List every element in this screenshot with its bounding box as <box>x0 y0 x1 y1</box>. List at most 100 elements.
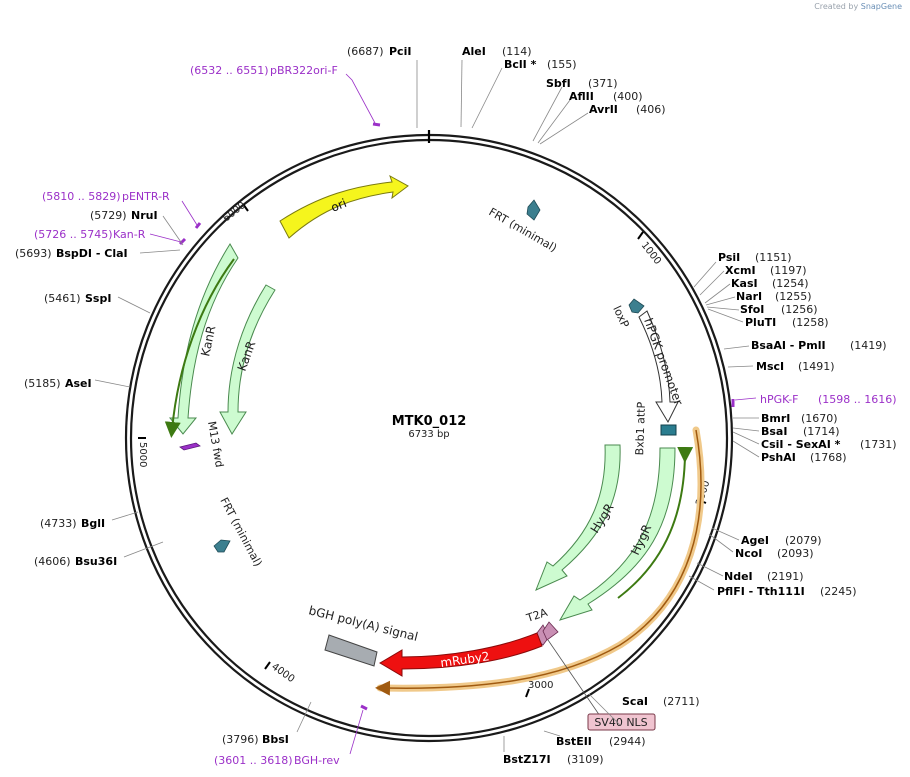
primer-bgh-rev[interactable]: (3601 .. 3618) BGH-rev <box>214 704 368 767</box>
site-bbsi[interactable]: (3796) BbsI <box>222 701 312 746</box>
kanr-inner-arrow[interactable] <box>219 284 276 435</box>
feature-frt-top[interactable]: FRT (minimal) <box>487 199 560 255</box>
mruby2-label: mRuby2 <box>439 649 490 670</box>
site-bsai-name: BsaI <box>761 425 787 438</box>
site-msci-pos: (1491) <box>798 360 835 373</box>
bxb1-attp-box[interactable] <box>660 424 677 436</box>
site-aflii[interactable]: AflII (400) <box>537 90 643 144</box>
site-scai[interactable]: ScaI (2711) <box>588 693 700 726</box>
feature-kanr-inner[interactable]: KanR <box>219 284 276 435</box>
frt-top-arrow[interactable] <box>526 199 541 221</box>
t2a-arrow-2[interactable] <box>542 621 559 641</box>
feature-bxb1-attp[interactable]: Bxb1 attP <box>633 401 677 456</box>
site-aflii-name: AflII <box>569 90 594 103</box>
tick-label-4000: 4000 <box>269 661 296 685</box>
site-pflfi-tth111i[interactable]: PflFI - Tth111I (2245) <box>688 575 857 598</box>
tick-label-1000: 1000 <box>639 240 663 267</box>
site-bsaai-pmli[interactable]: BsaAI - PmlI (1419) <box>723 339 887 352</box>
feature-ori[interactable]: ori <box>279 174 409 239</box>
hygr-inner-arrow[interactable] <box>535 444 621 591</box>
site-ncoi-name: NcoI <box>735 547 762 560</box>
ori-label: ori <box>329 196 349 215</box>
site-asei[interactable]: (5185) AseI <box>24 377 131 390</box>
site-sspi[interactable]: (5461) SspI <box>44 292 151 314</box>
site-bsteii-name: BstEII <box>556 735 592 748</box>
feature-mruby2[interactable]: mRuby2 <box>379 632 543 677</box>
feature-hygr-inner[interactable]: HygR <box>535 444 621 591</box>
site-nrui[interactable]: (5729) NruI <box>90 209 184 246</box>
feature-frt-bottom[interactable]: FRT (minimal) <box>213 495 265 569</box>
mruby2-arrow[interactable] <box>379 632 543 677</box>
site-bsai[interactable]: BsaI (1714) <box>732 425 840 438</box>
loxp-arrow[interactable] <box>628 298 645 314</box>
site-layer: (6687) PciI AleI (114) BclI * (155) SbfI… <box>15 45 897 766</box>
site-scai-name: ScaI <box>622 695 648 708</box>
feature-sv40-nls[interactable]: SV40 NLS <box>547 639 656 731</box>
site-msci[interactable]: MscI (1491) <box>727 360 835 373</box>
site-sbfi-name: SbfI <box>546 77 571 90</box>
tick-5000: 5000 <box>137 437 148 467</box>
site-bspdi-clai-pos: (5693) <box>15 247 52 260</box>
site-csii-sexai[interactable]: CsiI - SexAI * (1731) <box>732 431 897 451</box>
site-bspdi-clai-name: BspDI - ClaI <box>56 247 128 260</box>
site-bcli[interactable]: BclI * (155) <box>471 58 577 129</box>
site-sbfi[interactable]: SbfI (371) <box>532 77 618 142</box>
site-ndei-name: NdeI <box>724 570 753 583</box>
site-xcmi[interactable]: XcmI (1197) <box>699 264 807 296</box>
site-alei-name: AleI <box>462 45 486 58</box>
primer-hpgk-f[interactable]: hPGK-F (1598 .. 1616) <box>731 393 897 407</box>
site-bsaai-pmli-name: BsaAI - PmlI <box>751 339 826 352</box>
primer-kan-r[interactable]: (5726 .. 5745) Kan-R <box>34 228 187 246</box>
site-nrui-pos: (5729) <box>90 209 127 222</box>
frt-bottom-arrow[interactable] <box>213 539 231 553</box>
hpgk-promoter-arrow[interactable] <box>638 310 679 424</box>
primer-bgh-rev-name: BGH-rev <box>294 754 340 767</box>
feature-layer: ori FRT (minimal) loxP hPGK promoter Bxb… <box>164 174 705 731</box>
primer-pbr322ori-f[interactable]: (6532 .. 6551) pBR322ori-F <box>190 64 381 127</box>
site-kasi[interactable]: KasI (1254) <box>704 277 809 304</box>
site-pluti[interactable]: PluTI (1258) <box>707 308 829 329</box>
site-ncoi[interactable]: NcoI (2093) <box>708 533 814 560</box>
site-agei[interactable]: AgeI (2079) <box>711 527 822 547</box>
site-nrui-name: NruI <box>131 209 158 222</box>
site-ndei[interactable]: NdeI (2191) <box>696 562 804 583</box>
bgh-polya-box[interactable] <box>324 634 378 667</box>
feature-kanr-outer[interactable]: KanR <box>164 243 239 438</box>
site-bsteii[interactable]: BstEII (2944) <box>543 730 646 748</box>
snapgene-logo-text: SnapGene <box>860 2 902 11</box>
site-avrii[interactable]: AvrII (406) <box>539 103 666 145</box>
site-pcii[interactable]: (6687) PciI <box>347 45 418 128</box>
site-bcli-pos: (155) <box>547 58 577 71</box>
feature-loxp[interactable]: loxP <box>610 298 645 330</box>
site-bgli[interactable]: (4733) BglI <box>40 511 139 530</box>
bgh-polya-label: bGH poly(A) signal <box>307 603 419 644</box>
site-bmri[interactable]: BmrI (1670) <box>733 412 838 425</box>
ori-arrow[interactable] <box>279 174 409 239</box>
primer-hpgk-f-name: hPGK-F <box>760 393 798 406</box>
site-kasi-name: KasI <box>731 277 758 290</box>
site-sfoi[interactable]: SfoI (1256) <box>706 303 818 316</box>
site-bgli-pos: (4733) <box>40 517 77 530</box>
site-pshai[interactable]: PshAI (1768) <box>732 440 847 464</box>
snapgene-watermark: Created by SnapGene <box>814 2 902 11</box>
site-bsaai-pmli-pos: (1419) <box>850 339 887 352</box>
site-bstz17i[interactable]: BstZ17I (3109) <box>503 736 604 766</box>
sv40-nls-box[interactable] <box>587 713 656 731</box>
hygr-outer-arrow[interactable] <box>558 447 676 621</box>
hygr-translation-line <box>617 446 694 599</box>
tick-3000: 3000 <box>525 680 553 698</box>
site-alei-pos: (114) <box>502 45 532 58</box>
feature-hygr-outer[interactable]: HygR <box>558 446 694 621</box>
plasmid-length: 6733 bp <box>408 429 449 440</box>
primer-pentr-r[interactable]: (5810 .. 5829) pENTR-R <box>42 190 202 229</box>
primer-kan-r-range: (5726 .. 5745) <box>34 228 113 241</box>
site-bsu36i[interactable]: (4606) Bsu36I <box>34 541 164 568</box>
site-pflfi-tth111i-name: PflFI - Tth111I <box>717 585 805 598</box>
site-nari[interactable]: NarI (1255) <box>705 290 812 306</box>
site-alei[interactable]: AleI (114) <box>460 45 532 128</box>
site-nari-name: NarI <box>736 290 762 303</box>
site-bmri-pos: (1670) <box>801 412 838 425</box>
site-psii[interactable]: PsiI (1151) <box>693 251 792 288</box>
site-bspdi-clai[interactable]: (5693) BspDI - ClaI <box>15 247 181 260</box>
orf-translation-line <box>375 429 702 696</box>
